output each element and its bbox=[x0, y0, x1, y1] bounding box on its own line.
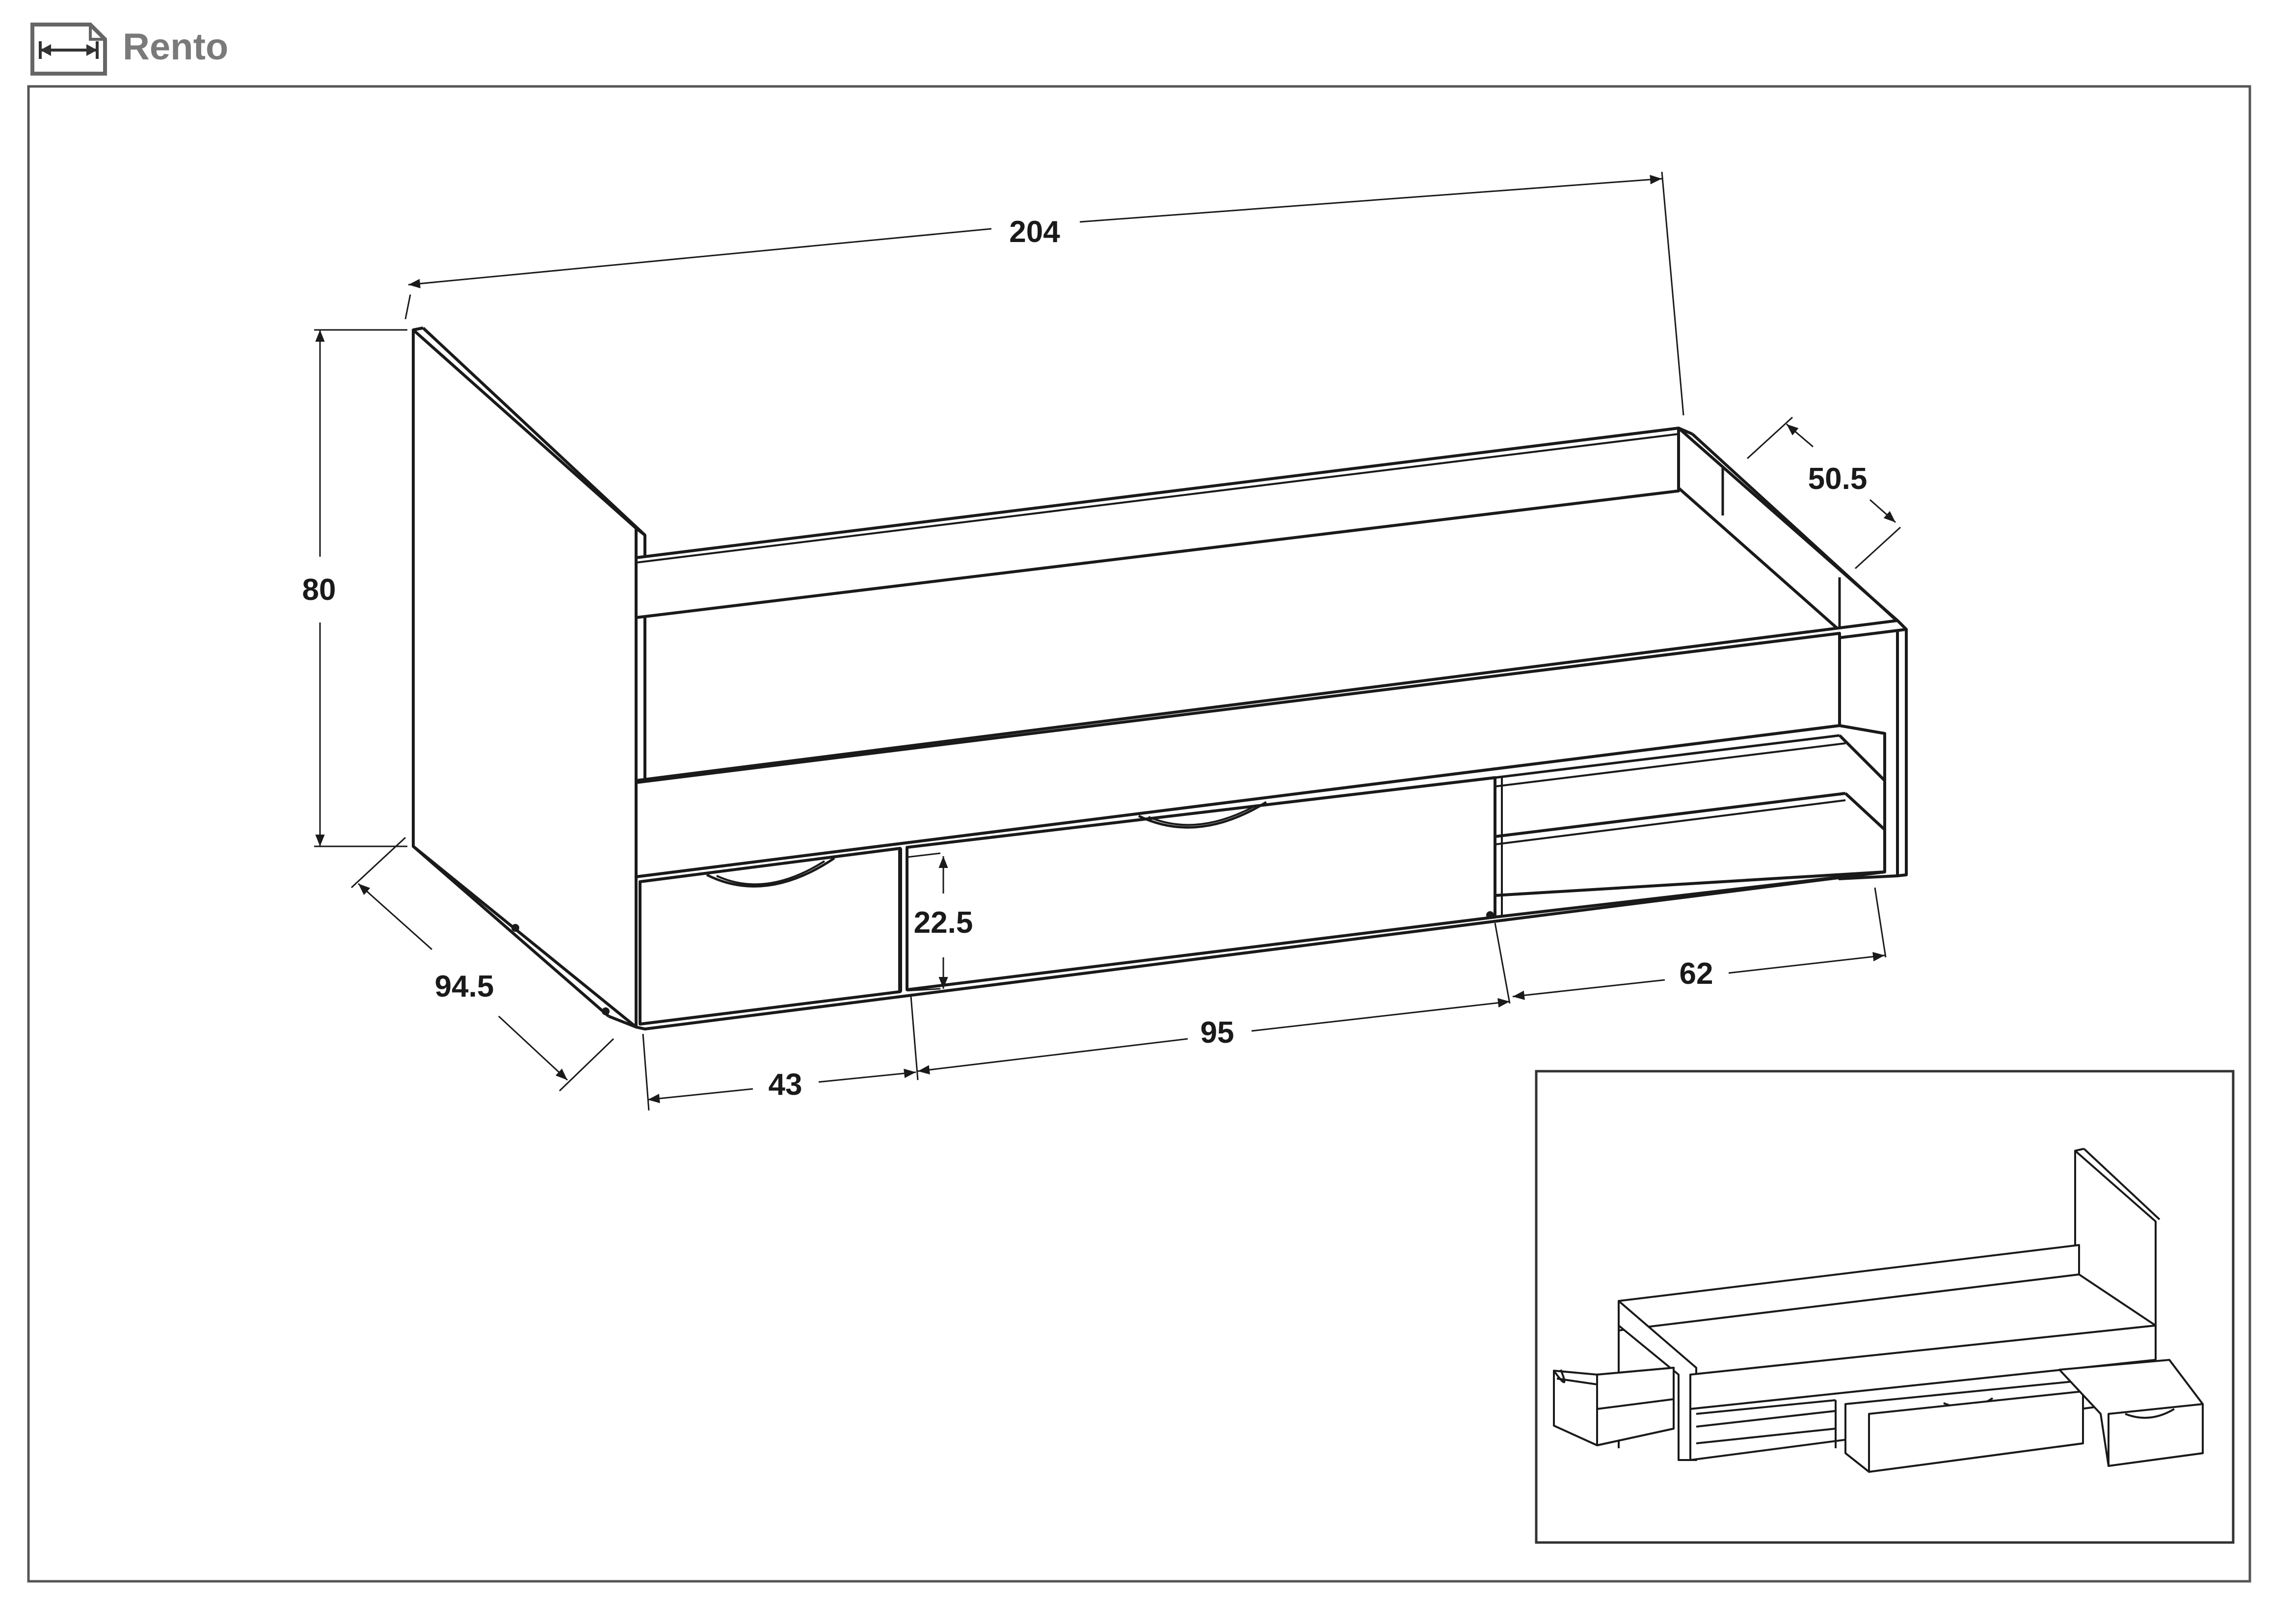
product-title: Rento bbox=[123, 26, 229, 68]
dimension-length-label: 204 bbox=[1009, 215, 1060, 249]
dimension-height-label: 80 bbox=[302, 573, 336, 607]
header: Rento bbox=[0, 0, 2296, 83]
bed-open-drawers-view bbox=[1553, 1148, 2204, 1473]
dimension-drawer-height-label: 22.5 bbox=[914, 906, 973, 940]
main-frame bbox=[27, 85, 2251, 1583]
inset-frame bbox=[1535, 1070, 2235, 1544]
dimensions-icon bbox=[30, 23, 107, 76]
bed-main-view bbox=[412, 326, 1908, 1030]
dimension-lines bbox=[314, 171, 1901, 1111]
dimension-depth-label: 94.5 bbox=[435, 970, 494, 1003]
dimension-drawer-left-width-label: 43 bbox=[769, 1068, 802, 1102]
dimension-shelf-depth-label: 50.5 bbox=[1808, 462, 1868, 496]
dimension-drawer-middle-width-label: 95 bbox=[1201, 1016, 1234, 1050]
dimension-shelf-width-label: 62 bbox=[1680, 957, 1713, 991]
